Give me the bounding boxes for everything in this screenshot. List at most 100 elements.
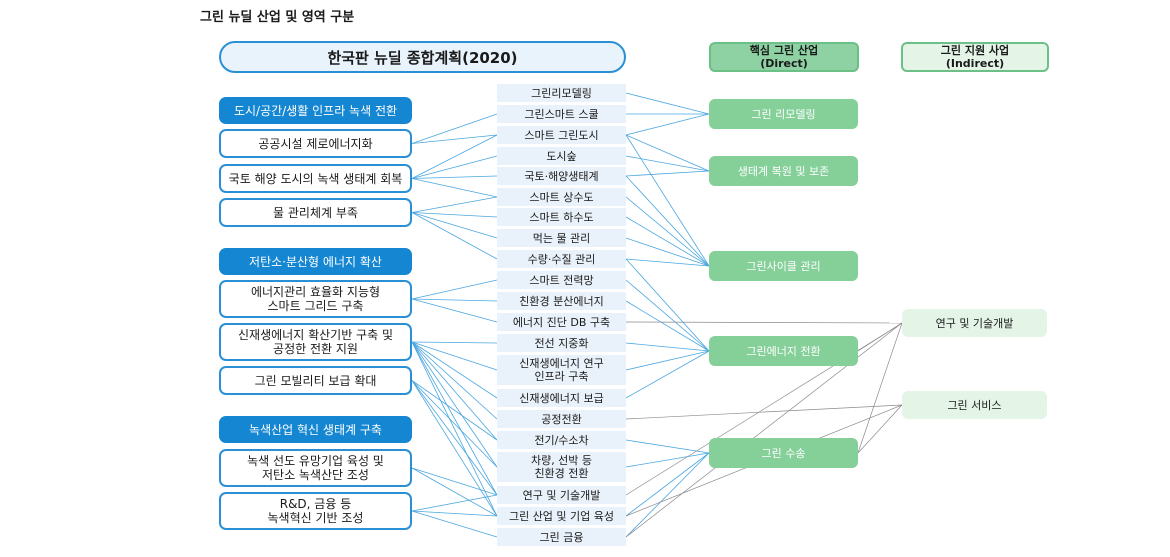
program-item: 그린 산업 및 기업 육성 — [497, 507, 626, 525]
connector-line — [625, 350, 710, 399]
program-item: 스마트 전력망 — [497, 271, 626, 289]
program-item: 신재생에너지 보급 — [497, 389, 626, 407]
connector-line — [411, 510, 498, 517]
connector-line — [625, 170, 710, 177]
plan-box: 한국판 뉴딜 종합계획(2020) — [219, 41, 626, 73]
connector-line — [625, 134, 710, 172]
support-box: 그린 서비스 — [902, 391, 1047, 419]
connector-line — [625, 342, 710, 352]
connector-line — [625, 196, 710, 267]
support-box: 연구 및 기술개발 — [902, 309, 1047, 337]
connector-line — [625, 452, 710, 538]
connector-line — [857, 322, 903, 454]
program-item: 스마트 상수도 — [497, 188, 626, 206]
connector-line — [625, 155, 710, 172]
policy-box: 신재생에너지 확산기반 구축 및 공정한 전환 지원 — [219, 323, 412, 361]
header-direct-industry: 핵심 그린 산업 (Direct) — [709, 42, 859, 72]
connector-line — [411, 212, 498, 239]
connector-line — [411, 341, 498, 344]
program-item: 그린리모델링 — [497, 84, 626, 102]
connector-line — [625, 258, 710, 267]
policy-box: 공공시설 제로에너지화 — [219, 129, 412, 158]
industry-box: 그린에너지 전환 — [709, 336, 858, 366]
connector-line — [411, 494, 498, 512]
category-urban-infra: 도시/공간/생활 인프라 녹색 전환 — [219, 97, 412, 124]
program-item: 스마트 하수도 — [497, 208, 626, 226]
connector-line — [411, 380, 498, 517]
policy-box: 에너지관리 효율화 지능형 스마트 그리드 구축 — [219, 280, 412, 318]
connector-line — [411, 178, 498, 198]
page-title: 그린 뉴딜 산업 및 영역 구분 — [200, 10, 355, 25]
connector-line — [625, 300, 710, 352]
program-item: 신재생에너지 연구 인프라 구축 — [497, 355, 626, 385]
program-item: 수량·수질 관리 — [497, 250, 626, 268]
policy-box: 물 관리체계 부족 — [219, 198, 412, 227]
connector-line — [411, 467, 498, 517]
connector-line — [411, 279, 498, 300]
program-item: 그린스마트 스쿨 — [497, 105, 626, 123]
connector-line — [625, 452, 710, 517]
connector-line — [411, 467, 498, 496]
connector-line — [411, 134, 498, 179]
connector-line — [411, 196, 498, 213]
program-item: 전기/수소차 — [497, 431, 626, 449]
connector-line — [411, 510, 498, 538]
header-indirect-title: 그린 지원 사업 — [940, 44, 1010, 57]
industry-box: 생태계 복원 및 보존 — [709, 156, 858, 186]
connector-line — [625, 452, 710, 468]
program-item: 친환경 분산에너지 — [497, 292, 626, 310]
connector-line — [625, 321, 903, 324]
connector-line — [625, 237, 710, 267]
program-item: 스마트 그린도시 — [497, 126, 626, 144]
connector-line — [857, 404, 903, 454]
connector-line — [411, 341, 498, 468]
connector-line — [625, 113, 710, 136]
connector-line — [411, 341, 498, 399]
connector-line — [411, 298, 498, 302]
program-item: 그린 금융 — [497, 528, 626, 546]
connector-line — [411, 341, 498, 371]
header-indirect-support: 그린 지원 사업 (Indirect) — [901, 42, 1049, 72]
category-green-industry: 녹색산업 혁신 생태계 구축 — [219, 416, 412, 443]
program-item: 에너지 진단 DB 구축 — [497, 313, 626, 331]
connector-line — [411, 212, 498, 218]
connector-line — [411, 212, 498, 260]
policy-box: 그린 모빌리티 보급 확대 — [219, 366, 412, 395]
program-item: 공정전환 — [497, 410, 626, 428]
program-item: 차량, 선박 등 친환경 전환 — [497, 452, 626, 482]
connector-line — [411, 298, 498, 323]
program-item: 도시숲 — [497, 147, 626, 165]
connector-line — [857, 322, 903, 352]
header-direct-title: 핵심 그린 산업 — [749, 44, 819, 57]
header-direct-subtitle: (Direct) — [760, 57, 808, 70]
connector-line — [625, 350, 710, 371]
industry-box: 그린 리모델링 — [709, 99, 858, 129]
connector-line — [625, 279, 710, 352]
connector-line — [625, 92, 710, 115]
program-item: 국토·해양생태계 — [497, 167, 626, 185]
connector-line — [411, 175, 498, 179]
connector-line — [411, 155, 498, 179]
category-low-carbon-energy: 저탄소·분산형 에너지 확산 — [219, 248, 412, 275]
connector-line — [411, 113, 498, 144]
connector-line — [625, 134, 710, 267]
program-item: 연구 및 기술개발 — [497, 486, 626, 504]
connector-line — [411, 341, 498, 517]
connector-line — [411, 380, 498, 468]
connector-line — [411, 134, 498, 144]
header-indirect-subtitle: (Indirect) — [945, 57, 1005, 70]
connector-line — [625, 258, 710, 352]
program-item: 전선 지중화 — [497, 334, 626, 352]
connector-line — [411, 380, 498, 496]
industry-box: 그린 수송 — [709, 438, 858, 468]
industry-box: 그린사이클 관리 — [709, 251, 858, 281]
connector-line — [411, 341, 498, 496]
connector-line — [625, 404, 903, 420]
connector-line — [625, 175, 710, 267]
connector-line — [625, 216, 710, 267]
connector-line — [411, 380, 498, 441]
policy-box: 녹색 선도 유망기업 육성 및 저탄소 녹색산단 조성 — [219, 449, 412, 487]
policy-box: 국토 해양 도시의 녹색 생태계 회복 — [219, 164, 412, 193]
